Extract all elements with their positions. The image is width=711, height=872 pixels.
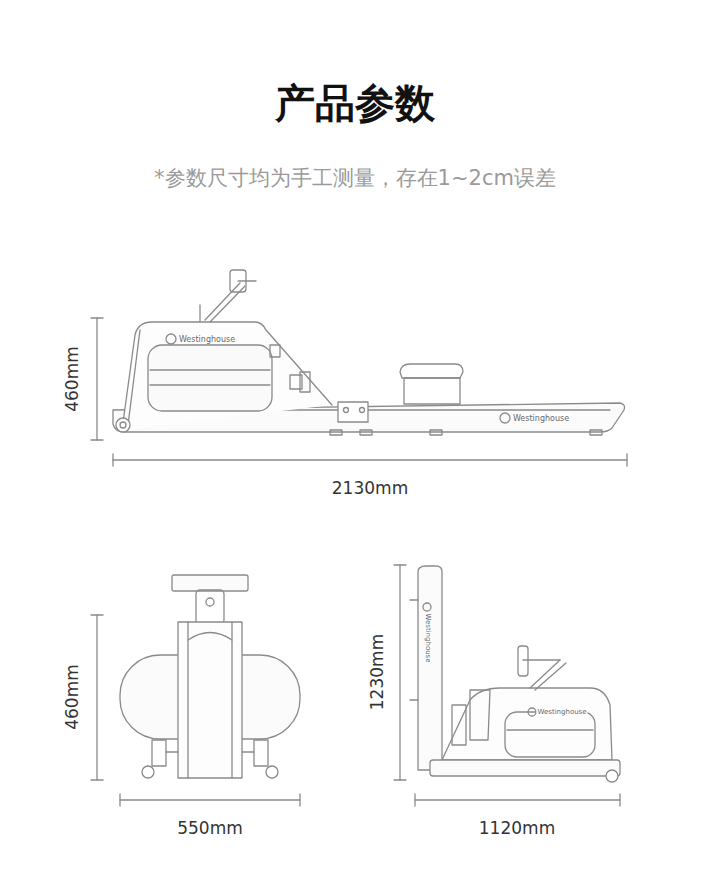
brand-logo: Westinghouse [178, 335, 236, 344]
dimension-label: 460mm [62, 345, 82, 413]
dimension-label: 460mm [62, 663, 82, 731]
brand-logo: Westinghouse [536, 708, 587, 716]
page-title: 产品参数 [275, 76, 435, 131]
note-caption: *参数尺寸均为手工测量，存在1~2cm误差 [154, 164, 556, 192]
brand-logo: Westinghouse [424, 612, 432, 663]
dimension-label: 2130mm [331, 478, 409, 498]
dimension-label: 550mm [176, 818, 244, 838]
brand-logo: Westinghouse [512, 414, 570, 423]
dimension-label: 1120mm [478, 818, 556, 838]
dimension-label: 1230mm [367, 633, 387, 711]
